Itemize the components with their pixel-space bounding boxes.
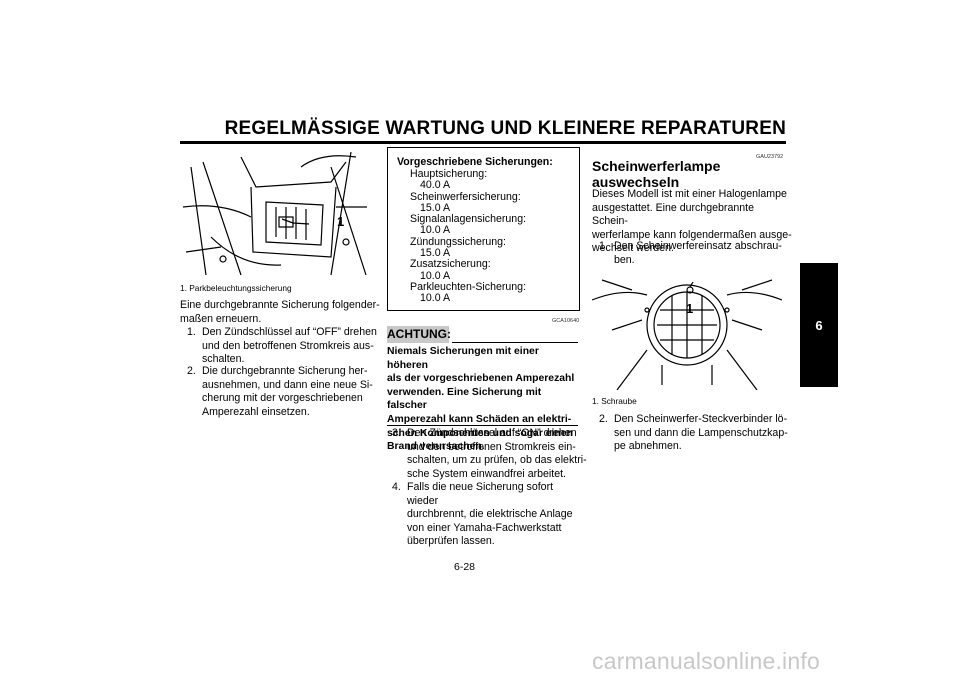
page-title: REGELMÄSSIGE WARTUNG UND KLEINERE REPARA…	[224, 118, 786, 139]
figure-caption: 1. Parkbeleuchtungssicherung	[180, 283, 292, 293]
list-item: 1. Den Zündschlüssel auf “OFF” drehen un…	[187, 326, 377, 366]
list-item: 2. Den Scheinwerfer-Steckverbinder lö- s…	[599, 413, 788, 453]
headlight-illustration	[592, 279, 782, 390]
caution-text: Niemals Sicherungen mit einer höheren al…	[387, 346, 575, 453]
list-item: 4. Falls die neue Sicherung sofort wiede…	[392, 481, 573, 548]
figure-caption: 1. Schraube	[592, 396, 637, 406]
callout-number: 1	[686, 301, 694, 316]
list-item: 3. Den Zündschlüssel auf “ON” drehen und…	[392, 427, 587, 480]
watermark-link[interactable]: carmanualsonline.info	[592, 648, 820, 674]
section-intro: Dieses Modell ist mit einer Halogenlampe…	[592, 188, 792, 255]
header-rule	[180, 141, 786, 144]
spec-list: Hauptsicherung: 40.0 A Scheinwerfersiche…	[410, 168, 527, 305]
list-item: 2. Die durchgebrannte Sicherung her- aus…	[187, 365, 373, 418]
chapter-tab[interactable]: 6	[800, 263, 838, 387]
page-number: 6-28	[454, 561, 476, 573]
caution-label: ACHTUNG:	[387, 326, 451, 343]
callout-number: 1	[337, 214, 345, 229]
caution-code: GCA10640	[552, 318, 580, 324]
section-code: GAU23792	[756, 154, 784, 160]
spec-box: Vorgeschriebene Sicherungen: Hauptsicher…	[387, 147, 580, 311]
caution-bottom-rule	[387, 425, 578, 426]
spec-title: Vorgeschriebene Sicherungen:	[397, 156, 553, 168]
caution-rule	[452, 342, 578, 343]
list-item: 1. Den Scheinwerfereinsatz abschrau- ben…	[599, 240, 782, 266]
section-heading: Scheinwerferlampe auswechseln	[592, 158, 721, 190]
headlight-figure: 1	[592, 270, 782, 390]
fuse-box-illustration	[182, 151, 367, 276]
fuse-box-figure: 1	[181, 147, 371, 277]
intro-paragraph: Eine durchgebrannte Sicherung folgender-…	[180, 299, 380, 325]
